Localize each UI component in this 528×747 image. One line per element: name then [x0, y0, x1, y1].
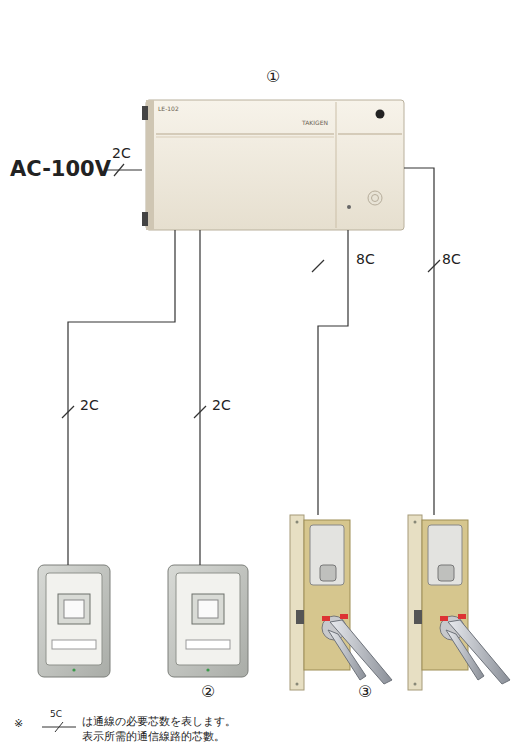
wire-connector [312, 230, 348, 515]
wire [318, 230, 348, 515]
wire [68, 230, 175, 565]
note-text: は通線の必要芯数を表します。 [82, 716, 236, 728]
wire-count: 2C [80, 398, 99, 413]
electric-lock [290, 515, 392, 690]
switch-group: ② [30, 565, 260, 705]
wall-switch [168, 565, 248, 677]
wire-slash [312, 260, 324, 272]
wire-count-symbol [42, 722, 76, 732]
wire-slash [428, 260, 440, 272]
model-name: LE-102 [158, 106, 179, 113]
wire-slash [62, 406, 74, 418]
note-text: 表示所需的通信線路的芯數。 [82, 731, 225, 743]
wire-count: 5C [50, 710, 62, 720]
brand-name: TAKIGEN [302, 120, 328, 127]
electric-lock [408, 515, 510, 690]
wire-connector [62, 230, 175, 565]
callout-number: ① [266, 68, 280, 86]
controller-box: ①LE-102TAKIGEN [146, 100, 404, 230]
wall-switch [38, 565, 110, 677]
lock-group: ③ [286, 515, 446, 705]
wire-connector [194, 230, 206, 565]
note-mark: ※ [14, 718, 23, 730]
wire-count: 2C [212, 398, 231, 413]
wire-count: 8C [356, 252, 375, 267]
wire [404, 168, 434, 515]
callout-number: ③ [358, 683, 372, 701]
wire-count: 8C [442, 252, 461, 267]
callout-number: ② [201, 683, 215, 701]
wire-connector [404, 168, 440, 515]
wire [199, 230, 200, 565]
wire-count: 2C [112, 146, 131, 161]
wire-slash [194, 406, 206, 418]
power-label: AC-100V [10, 158, 111, 181]
controller-housing [142, 100, 404, 230]
